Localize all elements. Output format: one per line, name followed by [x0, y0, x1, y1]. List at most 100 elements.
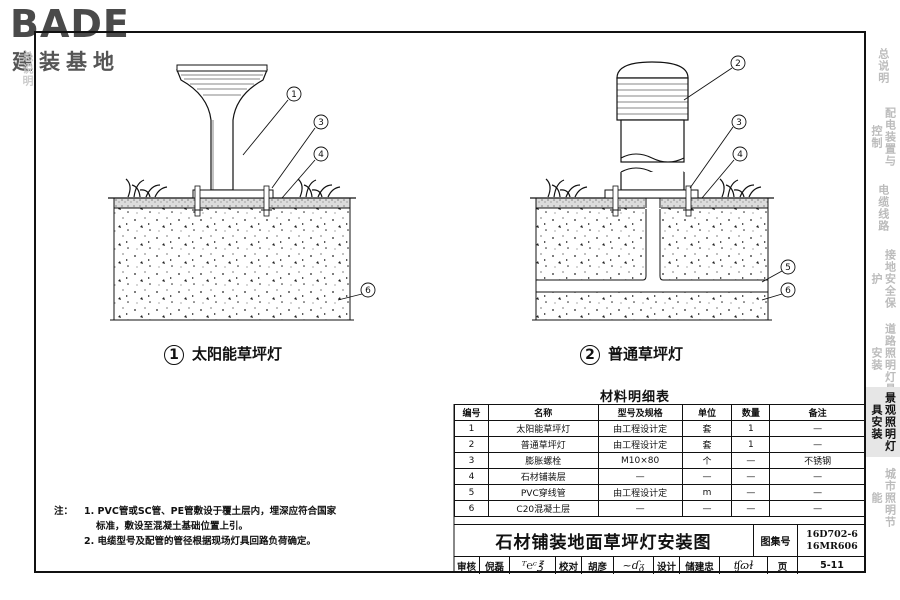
logo-cn: 建装基地 [12, 50, 120, 74]
caption-number: 2 [580, 344, 600, 365]
normal-lamp-body [604, 61, 699, 199]
table-cell: 由工程设计定 [597, 484, 683, 501]
anchor-bolts-2 [610, 185, 694, 217]
concrete-layer [114, 208, 350, 320]
checker-signature: ~ɗᵹ [614, 557, 654, 574]
header-cell: 备注 [769, 404, 866, 421]
note-line: 2. 电缆型号及配管的管径根据现场灯具回路负荷确定。 [84, 536, 317, 547]
chapter-sidebar: 总说明 配电装置与控制 电缆线路 接地安全保护 道路照明灯具安装 景观照明灯具安… [866, 31, 900, 573]
table-cell: 3 [454, 452, 489, 469]
callout-5-num: 5 [785, 263, 791, 273]
solar-lamp-body [176, 64, 274, 199]
caption-text: 太阳能草坪灯 [192, 345, 283, 363]
caption-number: 1 [164, 344, 184, 365]
sidebar-tab-general[interactable]: 总说明 [876, 48, 890, 84]
table-cell: 套 [681, 420, 733, 437]
header-cell: 名称 [487, 404, 599, 421]
grass-right [297, 178, 341, 198]
sidebar-tab-cable[interactable]: 电缆线路 [876, 184, 890, 232]
table-cell: 太阳能草坪灯 [487, 420, 599, 437]
table-cell: 由工程设计定 [597, 420, 683, 437]
notes: 注： 1. PVC管或SC管、PE管敷设于覆土层内，埋深应符合国家 标准，敷设至… [54, 504, 337, 549]
callouts-1 [242, 86, 376, 301]
atlas-label: 图集号 [754, 525, 798, 556]
header-cell: 单位 [681, 404, 733, 421]
caption-solar-lawn-lamp: 1 太阳能草坪灯 [164, 343, 282, 365]
title-block: 石材铺装地面草坪灯安装图 图集号 16D702-6 16MR606 审核 倪磊 … [454, 524, 866, 574]
table-cell: PVC穿线管 [487, 484, 599, 501]
drawing-title: 石材铺装地面草坪灯安装图 [454, 525, 754, 556]
caption-normal-lawn-lamp: 2 普通草坪灯 [580, 343, 683, 365]
table-cell: 5 [454, 484, 489, 501]
grass-left-2 [545, 178, 588, 198]
table-cell: 石材铺装层 [487, 468, 599, 485]
sidebar-tab-energy-saving[interactable]: 城市照明节能 [870, 468, 897, 528]
table-cell: 1 [731, 420, 771, 437]
table-cell: — [597, 500, 683, 517]
design-label: 设计 [654, 557, 680, 574]
callout-3-num: 3 [318, 118, 324, 128]
table-cell: — [769, 420, 866, 437]
pvc-conduit [535, 195, 769, 293]
callout-3-num: 3 [736, 118, 742, 128]
table-row: 4 石材铺装层 — — — — [454, 468, 866, 485]
table-cell: — [769, 484, 866, 501]
callouts-2 [683, 55, 796, 301]
table-cell: — [681, 468, 733, 485]
table-header-row: 编号 名称 型号及规格 单位 数量 备注 [454, 404, 866, 421]
table-cell: 1 [731, 436, 771, 453]
drawing-sheet [34, 31, 866, 573]
callout-6-num: 6 [365, 286, 371, 296]
sidebar-tab-road-lighting[interactable]: 道路照明灯具安装 [870, 323, 897, 395]
header-cell: 编号 [454, 404, 489, 421]
diagram-solar-lawn-lamp: 1 3 4 6 [108, 64, 376, 321]
ghost-tab-general: 总说明 [21, 51, 34, 87]
designer-signature: ʧɷɫ [720, 557, 768, 574]
review-label: 审核 [454, 557, 480, 574]
check-label: 校对 [556, 557, 582, 574]
table-cell: — [731, 468, 771, 485]
page-label: 页 [768, 557, 798, 574]
grass-left [125, 178, 168, 198]
table-cell: 2 [454, 436, 489, 453]
header-cell: 型号及规格 [597, 404, 683, 421]
table-cell: — [769, 468, 866, 485]
table-cell: 膨胀螺栓 [487, 452, 599, 469]
signature-row: 审核 倪磊 ᵀ℮ᶜ℥ 校对 胡彦 ~ɗᵹ 设计 储建忠 ʧɷɫ 页 5-11 [454, 556, 866, 574]
table-cell: 普通草坪灯 [487, 436, 599, 453]
stone-paving [113, 197, 351, 209]
table-cell: 1 [454, 420, 489, 437]
table-cell: 不锈钢 [769, 452, 866, 469]
left-ghost-sidebar: 总说明 [0, 31, 34, 573]
bade-logo: BADE 建装基地 [6, 2, 156, 74]
table-cell: — [597, 468, 683, 485]
table-cell: 套 [681, 436, 733, 453]
table-cell: — [731, 500, 771, 517]
table-cell: 由工程设计定 [597, 436, 683, 453]
caption-text: 普通草坪灯 [608, 345, 684, 363]
logo-word: BADE [10, 2, 130, 46]
table-cell: 4 [454, 468, 489, 485]
reviewer-name: 倪磊 [480, 557, 510, 574]
table-cell: m [681, 484, 733, 501]
note-line: 1. PVC管或SC管、PE管敷设于覆土层内，埋深应符合国家 [84, 506, 337, 517]
atlas-number: 16D702-6 16MR606 [798, 525, 866, 556]
callout-1-num: 1 [291, 90, 297, 100]
sidebar-tab-landscape-lighting[interactable]: 景观照明灯具安装 [866, 387, 900, 457]
callout-6-num: 6 [785, 286, 791, 296]
checker-name: 胡彦 [582, 557, 614, 574]
sidebar-tab-grounding[interactable]: 接地安全保护 [870, 249, 897, 309]
atlas-number-1: 16D702-6 [806, 528, 858, 540]
diagram-normal-lawn-lamp: 2 3 4 5 6 [530, 55, 796, 321]
table-row: 1 太阳能草坪灯 由工程设计定 套 1 — [454, 420, 866, 437]
table-row: 5 PVC穿线管 由工程设计定 m — — [454, 484, 866, 501]
anchor-bolts [192, 185, 272, 217]
table-cell: — [731, 484, 771, 501]
note-line: 标准，敷设至混凝土基础位置上引。 [96, 521, 249, 532]
sidebar-tab-distribution[interactable]: 配电装置与控制 [870, 107, 897, 167]
table-cell: — [769, 436, 866, 453]
callout-4-num: 4 [737, 150, 743, 160]
table-row: 2 普通草坪灯 由工程设计定 套 1 — [454, 436, 866, 453]
notes-label: 注： [54, 506, 74, 517]
